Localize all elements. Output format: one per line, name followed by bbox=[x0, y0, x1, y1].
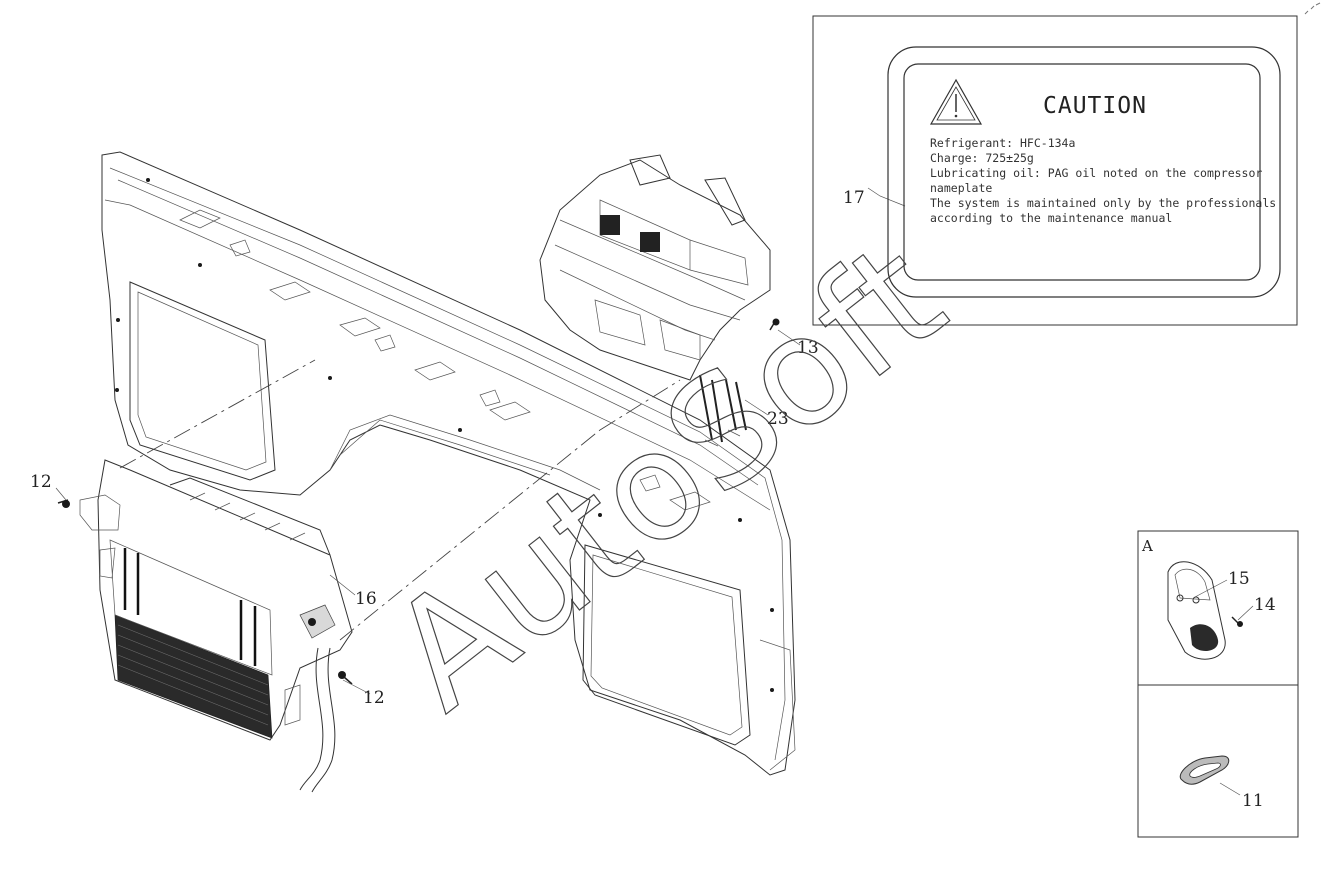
screw-12-bottom bbox=[338, 671, 353, 685]
assembly-lines bbox=[119, 359, 681, 641]
inset-letter: A bbox=[1141, 537, 1153, 555]
label-line-1: Refrigerant: HFC-134a bbox=[930, 136, 1075, 150]
blower-module bbox=[539, 154, 780, 447]
hvac-module bbox=[57, 459, 353, 793]
inset-grommet: 11 bbox=[1137, 684, 1299, 838]
callout-12-bottom: 12 bbox=[363, 688, 385, 708]
caution-label-panel: CAUTION Refrigerant: HFC-134a Charge: 72… bbox=[812, 15, 1298, 326]
inset-a: A 15 14 bbox=[1137, 530, 1299, 686]
callout-12-left: 12 bbox=[30, 472, 52, 492]
svg-text:AutoSoft: AutoSoft bbox=[360, 210, 975, 744]
callout-15: 15 bbox=[1228, 569, 1250, 589]
callout-23: 23 bbox=[767, 409, 789, 429]
screw-13 bbox=[769, 318, 780, 331]
grommet-11 bbox=[1179, 755, 1230, 785]
corner-mark-icon bbox=[1304, 2, 1321, 15]
callout-16: 16 bbox=[355, 589, 377, 609]
callout-13: 13 bbox=[797, 338, 819, 358]
label-line-6: according to the maintenance manual bbox=[930, 211, 1172, 225]
screw-12-left bbox=[57, 499, 70, 508]
bracket-15 bbox=[1167, 561, 1226, 660]
warning-triangle-icon bbox=[929, 78, 983, 125]
callout-17: 17 bbox=[843, 188, 865, 208]
callout-14: 14 bbox=[1254, 595, 1276, 615]
label-line-4: nameplate bbox=[930, 181, 992, 195]
watermark: AutoSoft bbox=[359, 209, 975, 744]
caution-title: CAUTION bbox=[1043, 93, 1147, 119]
label-line-3: Lubricating oil: PAG oil noted on the co… bbox=[930, 166, 1262, 180]
screw-14 bbox=[1231, 616, 1243, 627]
callout-11: 11 bbox=[1242, 791, 1264, 811]
label-line-2: Charge: 725±25g bbox=[930, 151, 1034, 165]
dashboard-panel bbox=[101, 151, 796, 776]
leader-lines bbox=[55, 187, 1254, 796]
label-line-5: The system is maintained only by the pro… bbox=[930, 196, 1276, 210]
